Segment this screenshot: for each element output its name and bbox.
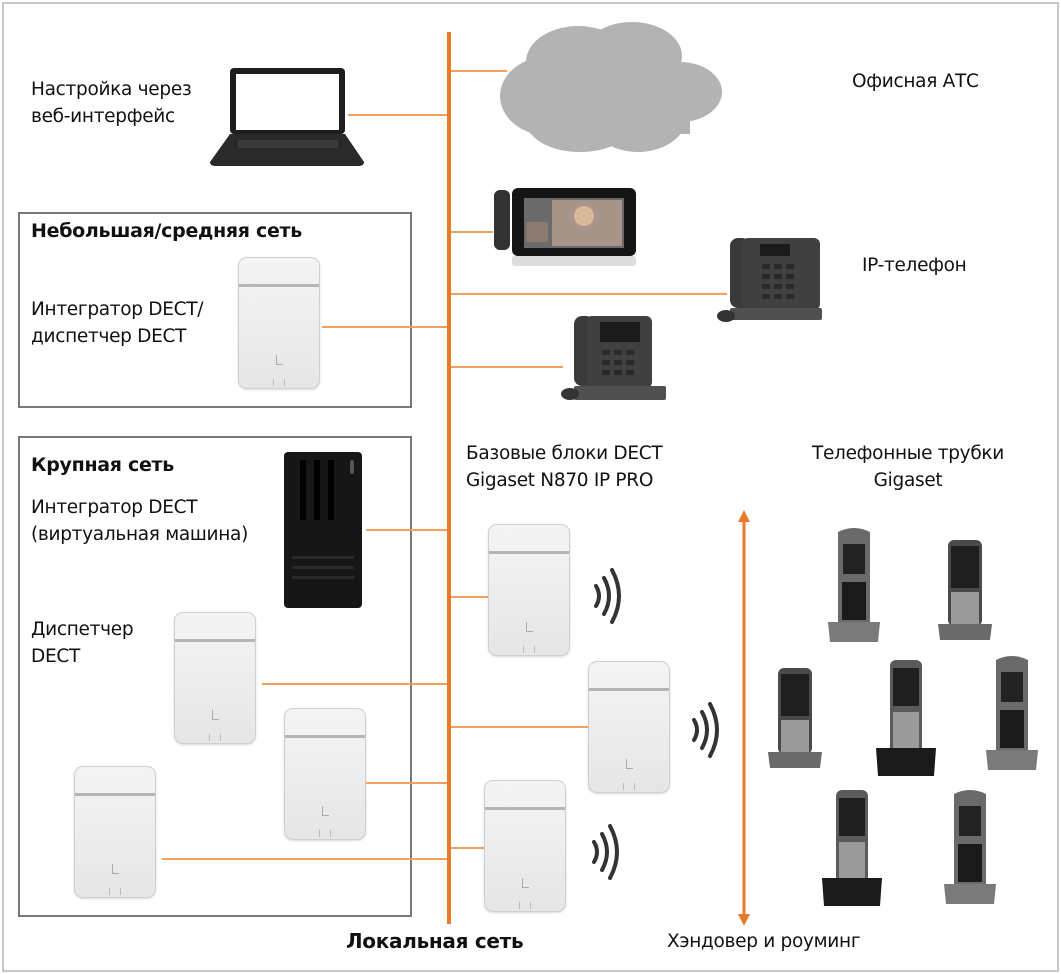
dect-base-connector [366,782,447,784]
wireless-signal-icon [594,568,621,624]
small-network-title: Небольшая/средняя сеть [31,220,302,242]
base-station-1-connector [451,596,489,598]
ip-phone-2-connector [451,366,563,368]
base-station-3-connector [451,847,485,849]
web-config-line-1: Настройка через [31,79,192,100]
desk-phone-icon [561,316,666,400]
lan-bus-line [447,32,451,924]
video-phone-icon [494,188,636,266]
cloud-connector [451,70,507,72]
dect-base-connector [162,858,447,860]
handover-label: Хэндовер и роуминг [667,931,861,952]
double-arrow-icon [738,510,750,926]
dect-handset-icon [822,790,882,906]
small-network-box [18,212,412,408]
base-stations-line-1: Базовые блоки DECT [466,443,663,464]
server-tower-icon [284,452,362,608]
lan-label: Локальная сеть [346,929,524,953]
handsets-line-1: Телефонные трубки [811,443,1005,464]
dect-handset-icon [938,540,992,640]
integrator-line-1: Интегратор DECT [31,497,198,518]
base-stations-line-2: Gigaset N870 IP PRO [466,470,654,491]
dect-handset-icon [768,668,822,768]
ip-phone-label: IP-телефон [862,255,967,276]
manager-connector [262,683,447,685]
dect-base-station-icon [588,661,670,793]
dect-base-station-icon [174,612,256,744]
web-config-label: Настройка через веб-интерфейс [31,76,192,130]
base-station-2-connector [451,726,588,728]
dect-base-station-icon [284,708,366,840]
wireless-signal-icon [592,824,619,880]
small-network-connector [322,326,447,328]
small-network-device-line-2: диспетчер DECT [31,326,187,347]
large-network-box [18,436,412,917]
small-network-device-line-1: Интегратор DECT/ [31,299,204,320]
manager-line-1: Диспетчер [31,619,134,640]
handsets-label: Телефонные трубки Gigaset [808,440,1008,494]
web-config-line-2: веб-интерфейс [31,106,175,127]
dect-base-station-icon [238,257,320,389]
dect-base-station-icon [74,766,156,898]
dect-handset-icon [986,656,1038,770]
dect-base-station-icon [488,524,570,656]
video-phone-connector [451,231,493,233]
dect-handset-icon [876,660,936,776]
server-connector [366,529,447,531]
large-network-title: Крупная сеть [31,454,174,476]
large-network-manager-label: Диспетчер DECT [31,616,134,670]
ip-phone-connector [451,293,727,295]
cloud-icon [500,22,722,152]
desk-phone-icon [717,238,822,322]
wireless-signal-icon [692,702,719,758]
laptop-icon [210,68,364,166]
dect-handset-icon [828,528,880,642]
manager-line-2: DECT [31,646,80,667]
large-network-integrator-label: Интегратор DECT (виртуальная машина) [31,494,248,548]
base-stations-label: Базовые блоки DECT Gigaset N870 IP PRO [466,440,663,494]
handsets-line-2: Gigaset [873,470,943,491]
dect-handset-icon [944,790,996,904]
integrator-line-2: (виртуальная машина) [31,524,249,545]
small-network-device-label: Интегратор DECT/ диспетчер DECT [31,296,204,350]
dect-base-station-icon [484,780,566,912]
laptop-connector [348,114,447,116]
office-pbx-label: Офисная АТС [852,71,979,92]
